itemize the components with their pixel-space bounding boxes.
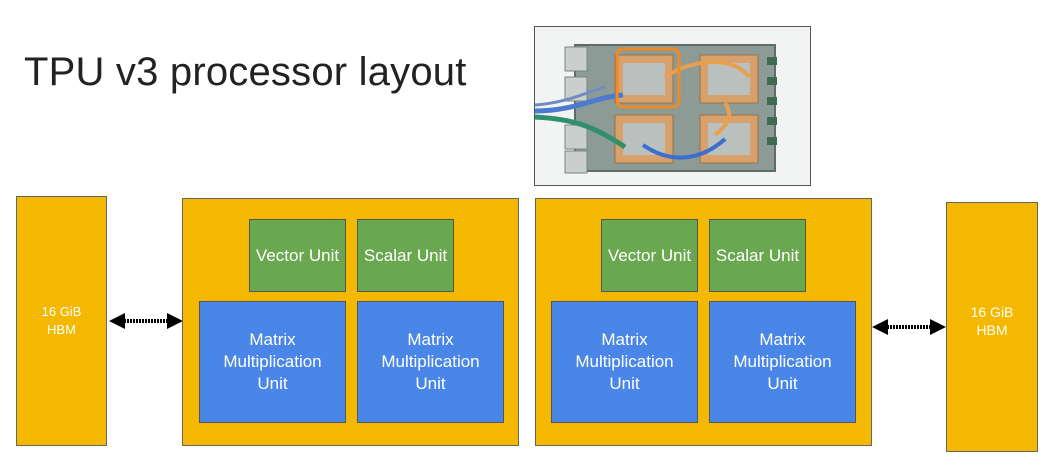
mxu-right-1: Matrix Multiplication Unit <box>551 301 698 423</box>
scalar-unit-right-label: Scalar Unit <box>715 245 800 265</box>
hbm-right: 16 GiB HBM <box>946 202 1038 452</box>
tpu-board-photo <box>534 26 811 186</box>
mxu-right-2-label: Matrix Multiplication Unit <box>733 330 832 393</box>
hbm-left-link-arrow <box>109 313 183 329</box>
page-title: TPU v3 processor layout <box>24 50 467 94</box>
mxu-left-1: Matrix Multiplication Unit <box>199 301 346 423</box>
mxu-left-2: Matrix Multiplication Unit <box>357 301 504 423</box>
hbm-left: 16 GiB HBM <box>16 196 107 446</box>
scalar-unit-left: Scalar Unit <box>357 219 454 292</box>
vector-unit-right: Vector Unit <box>601 219 698 292</box>
hbm-right-link-arrow <box>872 319 946 335</box>
tensor-core-right: Vector Unit Scalar Unit Matrix Multiplic… <box>535 198 872 446</box>
hbm-left-label: 16 GiB HBM <box>41 304 82 337</box>
mxu-right-1-label: Matrix Multiplication Unit <box>575 330 674 393</box>
scalar-unit-right: Scalar Unit <box>709 219 806 292</box>
vector-unit-right-label: Vector Unit <box>607 245 692 265</box>
hbm-right-label: 16 GiB HBM <box>970 304 1014 338</box>
scalar-unit-left-label: Scalar Unit <box>363 245 448 265</box>
mxu-right-2: Matrix Multiplication Unit <box>709 301 856 423</box>
vector-unit-left: Vector Unit <box>249 219 346 292</box>
tpu-board-illustration <box>535 44 777 174</box>
mxu-left-2-label: Matrix Multiplication Unit <box>381 330 480 393</box>
mxu-left-1-label: Matrix Multiplication Unit <box>223 330 322 393</box>
vector-unit-left-label: Vector Unit <box>255 245 340 265</box>
tensor-core-left: Vector Unit Scalar Unit Matrix Multiplic… <box>182 198 519 446</box>
